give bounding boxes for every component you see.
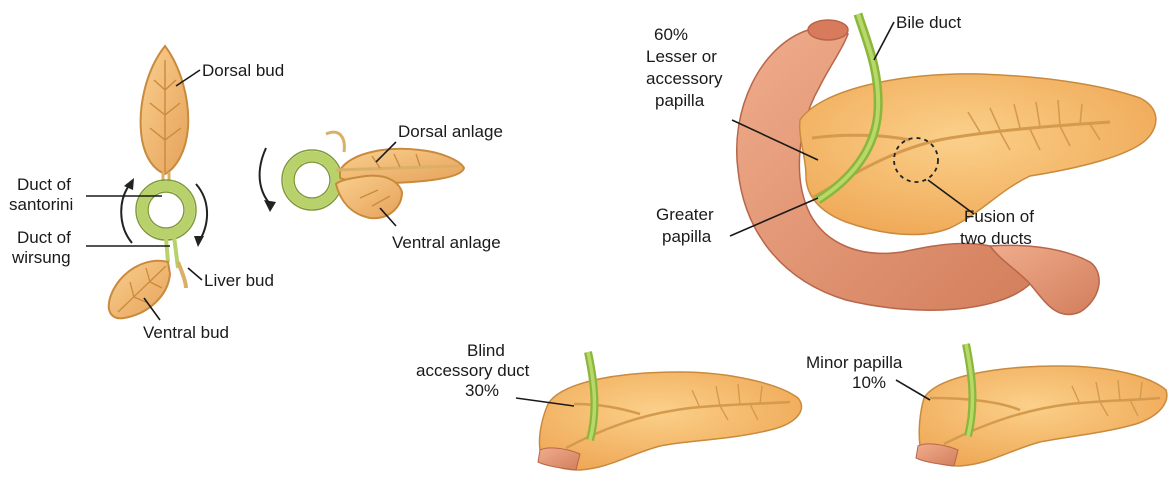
label-lesser-papilla: Lesser or accessory papilla — [646, 47, 727, 110]
ventral-bud-shape — [109, 261, 170, 319]
arrowhead-anlage-icon — [264, 200, 276, 212]
label-liver-bud: Liver bud — [204, 271, 274, 290]
arrowhead-left-icon — [124, 178, 134, 190]
label-dorsal-anlage: Dorsal anlage — [398, 122, 503, 141]
gut-ring-inner — [148, 192, 184, 228]
anlage-figure: Dorsal anlage Ventral anlage — [260, 122, 503, 252]
label-blind-accessory-duct: Blind accessory duct 30% — [416, 341, 534, 400]
main-pancreas-figure: 60% Lesser or accessory papilla Bile duc… — [646, 13, 1156, 315]
embryonic-buds-figure: Dorsal bud Duct of santorini Duct of wir… — [9, 46, 284, 342]
label-minor-papilla: Minor papilla 10% — [806, 353, 907, 392]
label-duct-of-wirsung: Duct of wirsung — [11, 228, 76, 267]
variant-minor-papilla-figure: Minor papilla 10% — [806, 344, 1167, 466]
rotation-arrow-anlage — [260, 148, 270, 204]
label-ventral-anlage: Ventral anlage — [392, 233, 501, 252]
duodenum-opening — [808, 20, 848, 40]
liver-bud-shape — [178, 262, 186, 288]
ventral-anlage-shape — [336, 176, 402, 219]
label-bile-duct: Bile duct — [896, 13, 961, 32]
arrowhead-right-icon — [194, 236, 204, 247]
anlage-gut-ring-inner — [294, 162, 330, 198]
leader-liver-bud — [188, 268, 202, 280]
label-percent-60: 60% — [654, 25, 688, 44]
label-ventral-bud: Ventral bud — [143, 323, 229, 342]
variant-blind-duct-figure: Blind accessory duct 30% — [416, 341, 802, 470]
leader-bile-duct — [874, 22, 894, 60]
rotation-arrow-right — [196, 184, 207, 240]
label-dorsal-bud: Dorsal bud — [202, 61, 284, 80]
leader-minor-papilla — [896, 380, 930, 400]
rotation-arrow-left — [121, 184, 132, 243]
label-fusion: Fusion of two ducts — [960, 207, 1039, 248]
label-greater-papilla: Greater papilla — [656, 205, 718, 246]
variant-minor-duodenum-stub — [916, 444, 958, 466]
label-duct-of-santorini: Duct of santorini — [9, 175, 76, 214]
variant-blind-duodenum-stub — [538, 448, 580, 470]
